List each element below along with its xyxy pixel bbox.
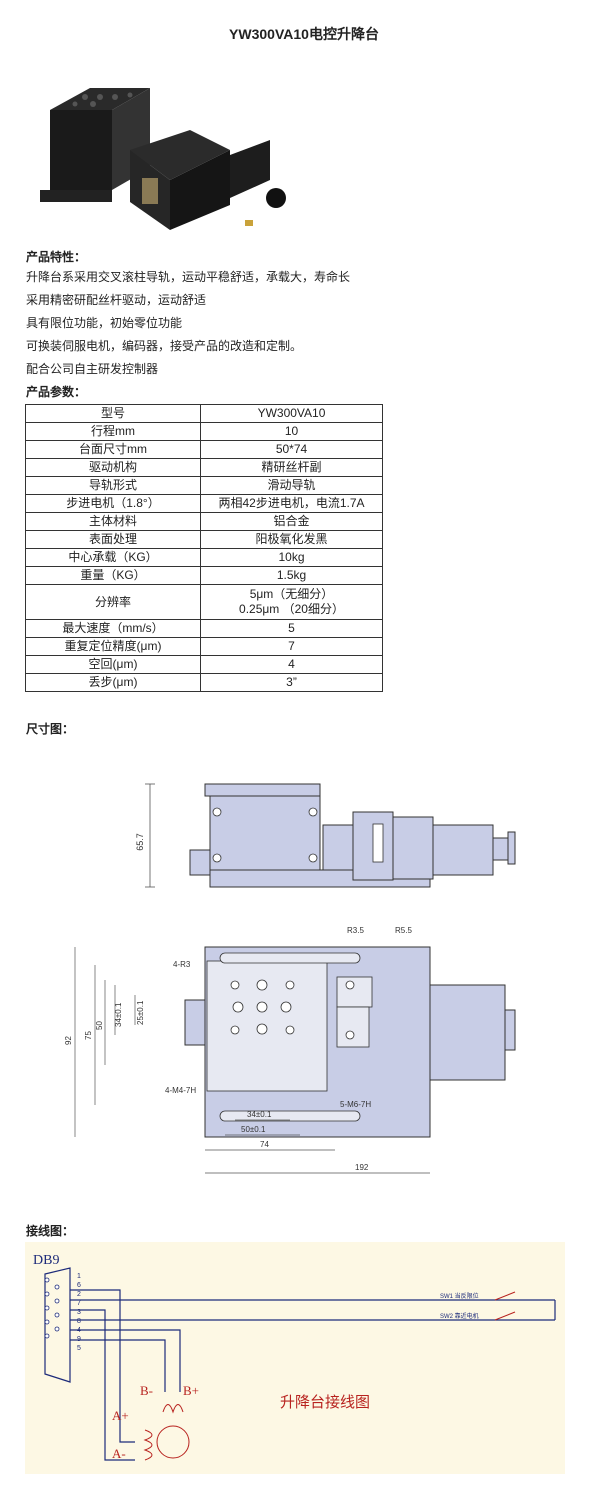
param-value: 5: [200, 619, 383, 638]
product-photo: [40, 88, 286, 230]
params-heading: 产品参数：: [26, 385, 87, 399]
table-row: 表面处理阳极氧化发黑: [25, 530, 383, 549]
dim-50v-label: 50: [95, 1021, 104, 1030]
a-plus-label: A+: [112, 1408, 129, 1423]
feature-item: 具有限位功能，初始零位功能: [26, 316, 183, 330]
param-name: 表面处理: [25, 530, 201, 549]
dim-corner-label: 4-R3: [173, 960, 191, 969]
param-name: 驱动机构: [25, 458, 201, 477]
table-row: 重量（KG）1.5kg: [25, 566, 383, 585]
param-name: 主体材料: [25, 512, 201, 531]
page-title: YW300VA10电控升降台: [229, 26, 379, 42]
feature-item: 可换装伺服电机，编码器，接受产品的改造和定制。: [26, 339, 303, 353]
sw2-label: SW2 靠近电机: [440, 1312, 479, 1320]
param-name: 丢步(μm): [25, 673, 201, 692]
dim-34h-label: 34±0.1: [247, 1110, 272, 1119]
table-row: 分辨率 5μm（无细分）0.25μm （20细分）: [25, 584, 383, 620]
pin-label: 3: [77, 1309, 81, 1316]
pin-label: 7: [77, 1300, 81, 1307]
dim-74-label: 74: [260, 1140, 269, 1149]
dim-34v-label: 34±0.1: [114, 1002, 123, 1027]
param-value: 3”: [200, 673, 383, 692]
wiring-caption: 升降台接线图: [280, 1394, 370, 1411]
pin-label: 1: [77, 1273, 81, 1280]
table-row: 重复定位精度(μm)7: [25, 637, 383, 656]
a-minus-label: A-: [112, 1446, 126, 1461]
dim-92-label: 92: [64, 1036, 73, 1045]
wiring-heading: 接线图：: [26, 1224, 75, 1238]
param-name: 重复定位精度(μm): [25, 637, 201, 656]
pin-label: 2: [77, 1291, 81, 1298]
param-value: 10kg: [200, 548, 383, 567]
table-row: 主体材料铝合金: [25, 512, 383, 531]
feature-item: 配合公司自主研发控制器: [26, 362, 159, 376]
top-view-drawing: R3.5 R5.5 4-R3 4-M4-7H 5-M6-7H 92 75 50 …: [64, 926, 516, 1174]
param-value: 1.5kg: [200, 566, 383, 585]
pin-label: 6: [77, 1282, 81, 1289]
b-plus-label: B+: [183, 1383, 199, 1398]
feature-item: 采用精密研配丝杆驱动，运动舒适: [26, 293, 207, 307]
dim-m4-label: 4-M4-7H: [165, 1086, 196, 1095]
table-row: 空回(μm)4: [25, 655, 383, 674]
param-value: YW300VA10: [200, 404, 383, 423]
table-row: 丢步(μm)3”: [25, 673, 383, 692]
param-value: 两相42步进电机，电流1.7A: [200, 494, 383, 513]
param-name: 最大速度（mm/s）: [25, 619, 201, 638]
wiring-diagram: DB9 1 6 2 7 3 8 4 9 5 SW1 当反限位 SW2 靠近电机: [25, 1242, 565, 1474]
table-row: 中心承载（KG）10kg: [25, 548, 383, 567]
table-row: 导轨形式滑动导轨: [25, 476, 383, 495]
b-minus-label: B-: [140, 1383, 153, 1398]
dim-r35-label: R3.5: [347, 926, 364, 935]
param-name: 台面尺寸mm: [25, 440, 201, 459]
param-name: 行程mm: [25, 422, 201, 441]
param-value: 阳极氧化发黑: [200, 530, 383, 549]
dim-75-label: 75: [84, 1031, 93, 1040]
param-value: 滑动导轨: [200, 476, 383, 495]
dim-25v-label: 25±0.1: [136, 1000, 145, 1025]
param-name: 步进电机（1.8°）: [25, 494, 201, 513]
param-value: 精研丝杆副: [200, 458, 383, 477]
param-value: 5μm（无细分）0.25μm （20细分）: [200, 584, 383, 620]
dim-m6-label: 5-M6-7H: [340, 1100, 371, 1109]
param-name: 导轨形式: [25, 476, 201, 495]
side-view-drawing: 65.7: [135, 783, 516, 888]
features-heading: 产品特性：: [26, 250, 87, 264]
param-value: 铝合金: [200, 512, 383, 531]
param-name: 分辨率: [25, 584, 201, 620]
table-row: 最大速度（mm/s）5: [25, 619, 383, 638]
connector-label: DB9: [33, 1253, 59, 1268]
param-name: 型号: [25, 404, 201, 423]
pin-label: 5: [77, 1345, 81, 1352]
param-value: 7: [200, 637, 383, 656]
table-row: 步进电机（1.8°）两相42步进电机，电流1.7A: [25, 494, 383, 513]
table-row: 驱动机构精研丝杆副: [25, 458, 383, 477]
feature-item: 升降台系采用交叉滚柱导轨，运动平稳舒适，承载大，寿命长: [26, 270, 351, 284]
dim-192-label: 192: [355, 1163, 369, 1172]
dim-r55-label: R5.5: [395, 926, 412, 935]
dim-height-label: 65.7: [135, 833, 145, 851]
pin-label: 8: [77, 1318, 81, 1325]
param-name: 空回(μm): [25, 655, 201, 674]
param-value: 4: [200, 655, 383, 674]
param-name: 重量（KG）: [25, 566, 201, 585]
param-value-line: 5μm（无细分）: [249, 587, 334, 601]
sw1-label: SW1 当反限位: [440, 1292, 479, 1300]
param-value: 10: [200, 422, 383, 441]
dimension-heading: 尺寸图：: [26, 722, 75, 736]
dim-50h-label: 50±0.1: [241, 1125, 266, 1134]
param-value-line: 0.25μm （20细分）: [239, 602, 344, 616]
param-value: 50*74: [200, 440, 383, 459]
param-name: 中心承载（KG）: [25, 548, 201, 567]
